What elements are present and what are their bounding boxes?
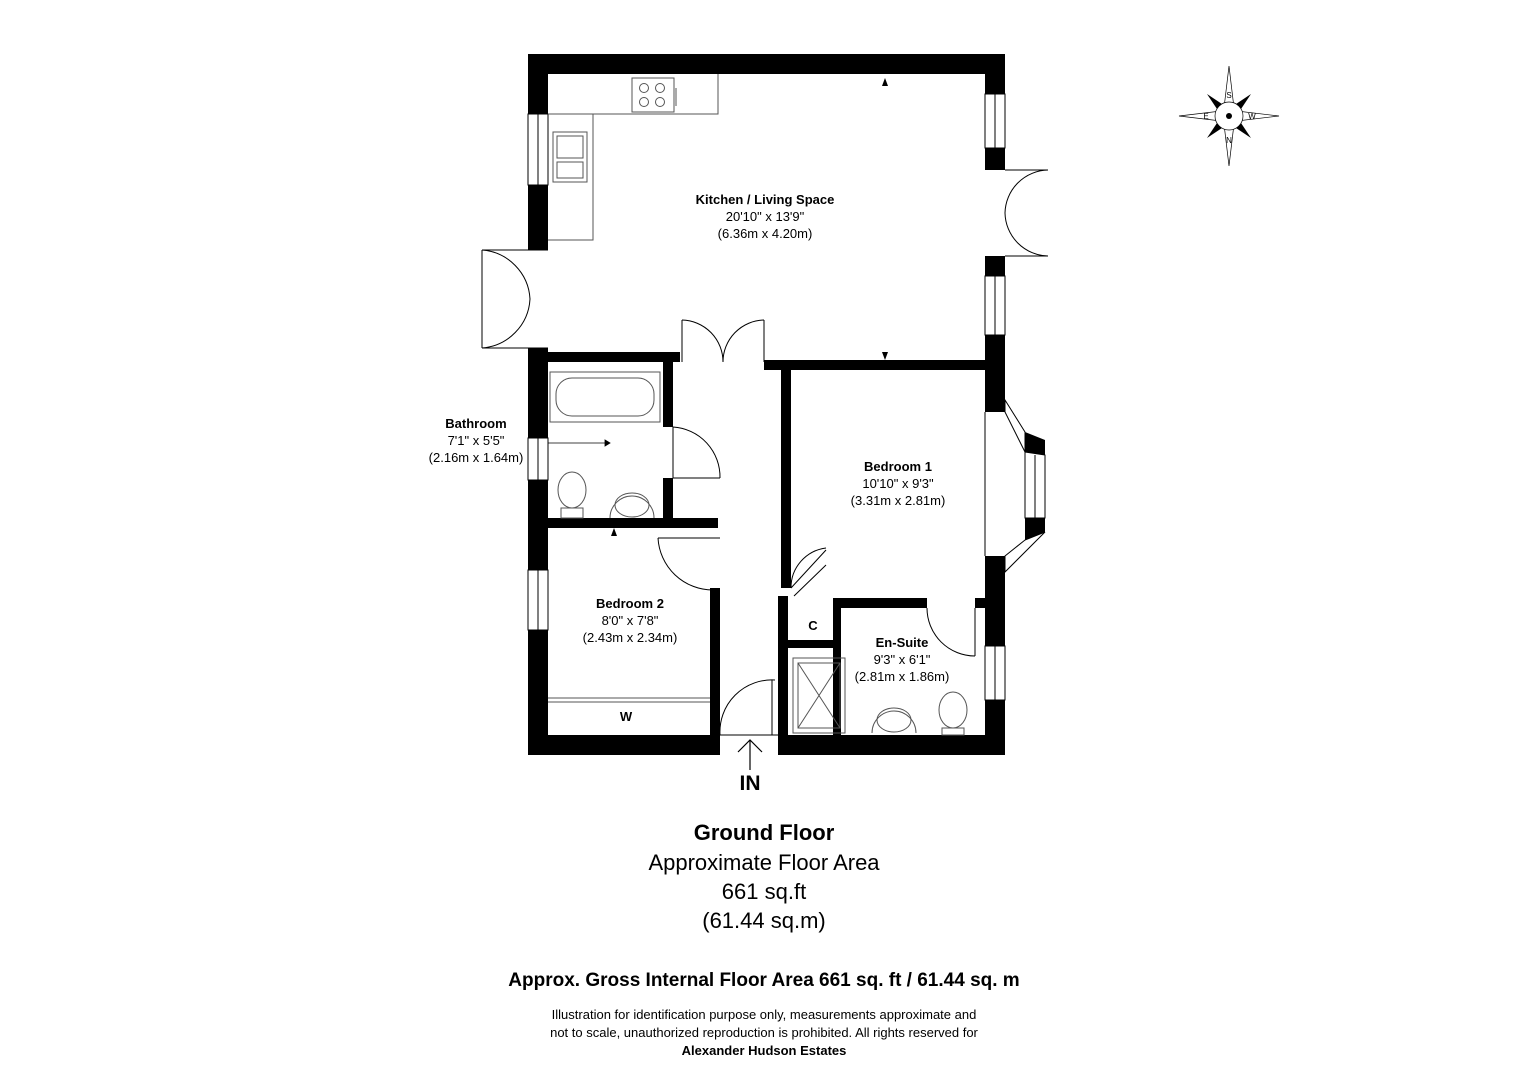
area-sqft: 661 sq.ft: [721, 879, 807, 904]
room-metric: (2.43m x 2.34m): [582, 630, 678, 645]
room-name: En-Suite: [875, 635, 929, 650]
room-label-bedroom2: Bedroom 2 8'0" x 7'8" (2.43m x 2.34m): [568, 595, 692, 646]
gross-area: Approx. Gross Internal Floor Area 661 sq…: [508, 970, 1020, 991]
doors: [481, 169, 1049, 736]
approx-area-label: Approximate Floor Area: [648, 850, 880, 875]
room-label-bedroom1: Bedroom 1 10'10" x 9'3" (3.31m x 2.81m): [836, 458, 960, 509]
company-name: Alexander Hudson Estates: [681, 1043, 847, 1058]
disclaimer-line-1: Illustration for identification purpose …: [551, 1007, 977, 1022]
windows: [527, 93, 1046, 701]
room-name: Bedroom 1: [864, 459, 932, 474]
room-label-kitchen: Kitchen / Living Space 20'10" x 13'9" (6…: [680, 191, 850, 242]
room-metric: (6.36m x 4.20m): [717, 226, 813, 241]
compass-w: W: [1248, 112, 1256, 121]
entrance-label: IN: [739, 772, 761, 795]
wardrobe-label: W: [620, 709, 633, 724]
room-imperial: 20'10" x 13'9": [725, 209, 805, 224]
room-metric: (3.31m x 2.81m): [850, 493, 946, 508]
room-label-ensuite: En-Suite 9'3" x 6'1" (2.81m x 1.86m): [840, 634, 964, 685]
room-imperial: 10'10" x 9'3": [862, 476, 934, 491]
entrance-arrow-icon: [737, 739, 763, 770]
disclaimer-line-2: not to scale, unauthorized reproduction …: [550, 1025, 978, 1040]
room-label-bathroom: Bathroom 7'1" x 5'5" (2.16m x 1.64m): [414, 415, 538, 466]
area-sqm: (61.44 sq.m): [702, 908, 826, 933]
bathroom-pointer: [548, 439, 611, 447]
floor-title: Ground Floor: [693, 820, 835, 845]
room-metric: (2.81m x 1.86m): [854, 669, 950, 684]
room-metric: (2.16m x 1.64m): [428, 450, 524, 465]
walls: [528, 54, 1045, 755]
ensuite-fixtures: [792, 657, 968, 736]
compass-s: S: [1226, 91, 1231, 100]
room-name: Bathroom: [445, 416, 507, 431]
bathroom-fixtures: [549, 371, 661, 519]
room-imperial: 8'0" x 7'8": [601, 613, 659, 628]
room-imperial: 7'1" x 5'5": [447, 433, 505, 448]
compass-e: E: [1203, 112, 1208, 121]
dimension-markers: [611, 78, 917, 606]
compass-n: N: [1226, 136, 1232, 145]
wardrobe: [548, 697, 710, 703]
compass-icon: S N E W: [1178, 65, 1280, 167]
room-imperial: 9'3" x 6'1": [873, 652, 931, 667]
cupboard-label: C: [808, 618, 818, 633]
kitchen-units: [548, 74, 719, 241]
room-name: Kitchen / Living Space: [695, 192, 835, 207]
room-name: Bedroom 2: [596, 596, 664, 611]
